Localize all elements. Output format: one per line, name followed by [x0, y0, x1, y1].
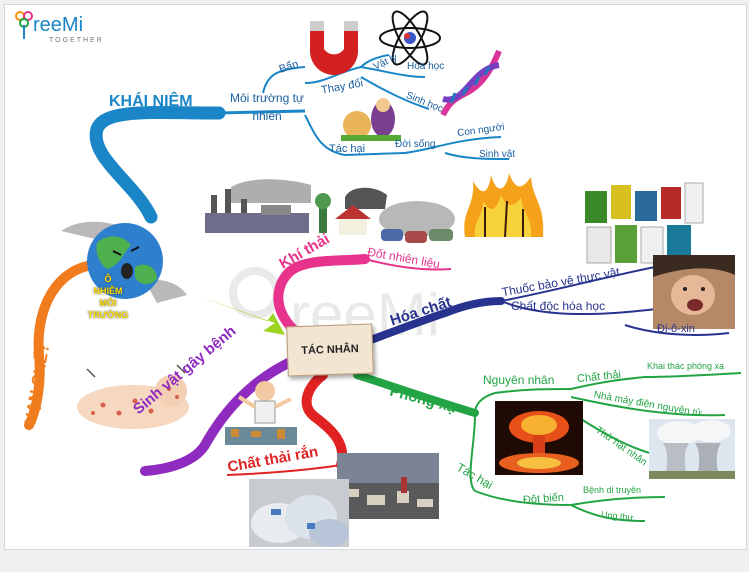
center-node-label: TÁC NHÂN	[301, 343, 359, 357]
pesticide-icon	[581, 181, 709, 267]
wildfire-icon	[461, 171, 547, 237]
earth-label-line: NHIỄM	[93, 286, 123, 296]
earth-label: Ô NHIỄM MÔI TRƯỜNG	[63, 273, 153, 321]
scientist-cartoon-icon	[221, 377, 301, 447]
logo: reeMi TOGETHER	[11, 7, 121, 47]
traffic-smog-icon	[377, 197, 459, 249]
benh-di-truyen-label[interactable]: Bệnh di truyền	[583, 485, 642, 495]
arrow-icon	[195, 295, 285, 335]
sinh-vat-label[interactable]: Sinh vật	[479, 149, 516, 160]
doi-song-label[interactable]: Đời sống	[395, 139, 436, 150]
earth-label-line: Ô	[104, 274, 112, 284]
svg-text:TOGETHER: TOGETHER	[49, 37, 104, 44]
di-o-xin-label[interactable]: Đi-ô-xin	[657, 323, 695, 335]
power-plant-icon	[649, 419, 735, 479]
garbage-bags-icon	[249, 479, 349, 547]
factory-icon	[201, 175, 313, 233]
atom-icon	[377, 7, 443, 69]
crying-child-icon	[653, 255, 735, 329]
magnet-icon	[298, 15, 370, 81]
cartoon-figures-icon	[335, 95, 405, 143]
hoa-hoc-label[interactable]: Hóa học	[407, 61, 445, 72]
center-node[interactable]: TÁC NHÂN	[286, 323, 374, 377]
house-smog-icon	[305, 183, 391, 235]
mindmap-canvas: reeMi reeMi TOGETHER	[4, 4, 747, 550]
svg-text:reeMi: reeMi	[33, 14, 83, 36]
garbage-dump-icon	[337, 453, 439, 519]
earth-label-line: TRƯỜNG	[87, 310, 129, 320]
khai-thac-phong-xa-label[interactable]: Khai thác phóng xạ	[647, 361, 725, 371]
dna-icon	[437, 45, 507, 119]
moi-truong-tu-nhien-label[interactable]: Môi trường tự nhiên	[230, 91, 304, 123]
freemind-logo-icon: reeMi TOGETHER	[15, 11, 104, 44]
nguyen-nhan-label[interactable]: Nguyên nhân	[483, 373, 555, 387]
sick-baby-icon	[73, 361, 195, 433]
earth-label-line: MÔI	[99, 298, 117, 308]
nuclear-explosion-icon	[495, 401, 583, 475]
sick-earth-icon	[61, 211, 187, 319]
khai-niem-title[interactable]: KHÁI NIỆM	[109, 93, 193, 110]
tac-hai-label[interactable]: Tác hại	[329, 143, 366, 155]
chat-doc-hoa-hoc-label[interactable]: Chất độc hóa học	[511, 299, 606, 313]
